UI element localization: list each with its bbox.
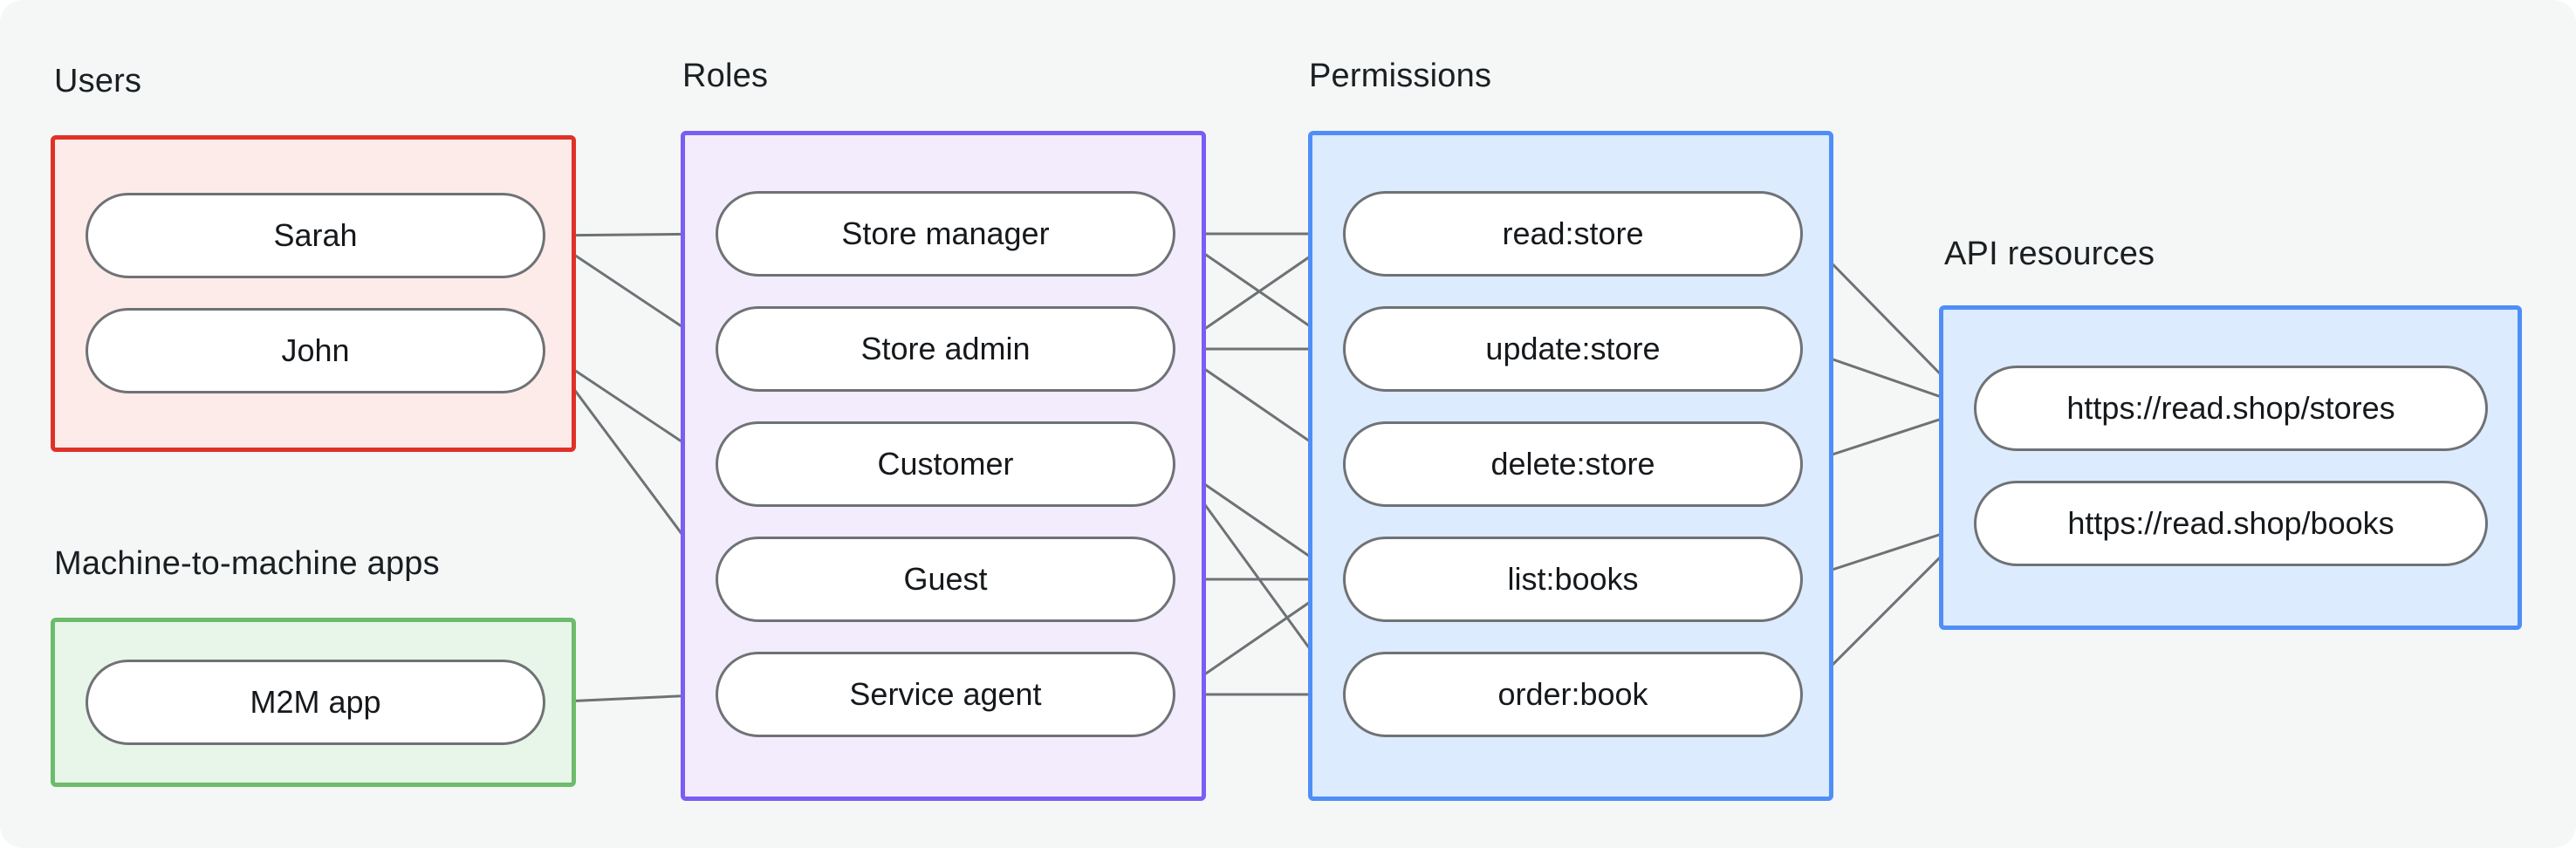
node-label: Sarah	[273, 217, 358, 253]
group-label-m2m: Machine-to-machine apps	[54, 545, 440, 582]
node-label: Customer	[877, 446, 1014, 482]
node-label: Store manager	[841, 215, 1050, 251]
node-m2mapp[interactable]: M2M app	[86, 660, 545, 745]
node-customer[interactable]: Customer	[716, 421, 1175, 507]
node-label: list:books	[1507, 561, 1639, 597]
node-label: https://read.shop/stores	[2066, 390, 2395, 426]
node-label: https://read.shop/books	[2067, 505, 2394, 541]
node-updatestore[interactable]: update:store	[1343, 306, 1803, 392]
node-storesapi[interactable]: https://read.shop/stores	[1974, 366, 2488, 451]
node-label: Service agent	[849, 676, 1042, 712]
node-storeadmin[interactable]: Store admin	[716, 306, 1175, 392]
node-readstore[interactable]: read:store	[1343, 191, 1803, 277]
node-label: delete:store	[1490, 446, 1655, 482]
group-box-resources	[1939, 305, 2522, 630]
node-label: Store admin	[860, 331, 1031, 366]
node-label: update:store	[1485, 331, 1661, 366]
node-orderbook[interactable]: order:book	[1343, 652, 1803, 737]
node-label: M2M app	[250, 684, 381, 720]
group-label-resources: API resources	[1944, 236, 2155, 272]
node-label: Guest	[903, 561, 988, 597]
node-guest[interactable]: Guest	[716, 537, 1175, 622]
node-deletestore[interactable]: delete:store	[1343, 421, 1803, 507]
node-label: order:book	[1497, 676, 1648, 712]
group-label-perms: Permissions	[1309, 58, 1492, 94]
node-label: John	[281, 332, 350, 368]
node-booksapi[interactable]: https://read.shop/books	[1974, 481, 2488, 566]
node-john[interactable]: John	[86, 308, 545, 393]
node-serviceagent[interactable]: Service agent	[716, 652, 1175, 737]
node-sarah[interactable]: Sarah	[86, 193, 545, 278]
node-listbooks[interactable]: list:books	[1343, 537, 1803, 622]
node-storemanager[interactable]: Store manager	[716, 191, 1175, 277]
group-label-users: Users	[54, 63, 142, 99]
group-box-users	[51, 135, 576, 452]
group-label-roles: Roles	[682, 58, 769, 94]
node-label: read:store	[1502, 215, 1644, 251]
